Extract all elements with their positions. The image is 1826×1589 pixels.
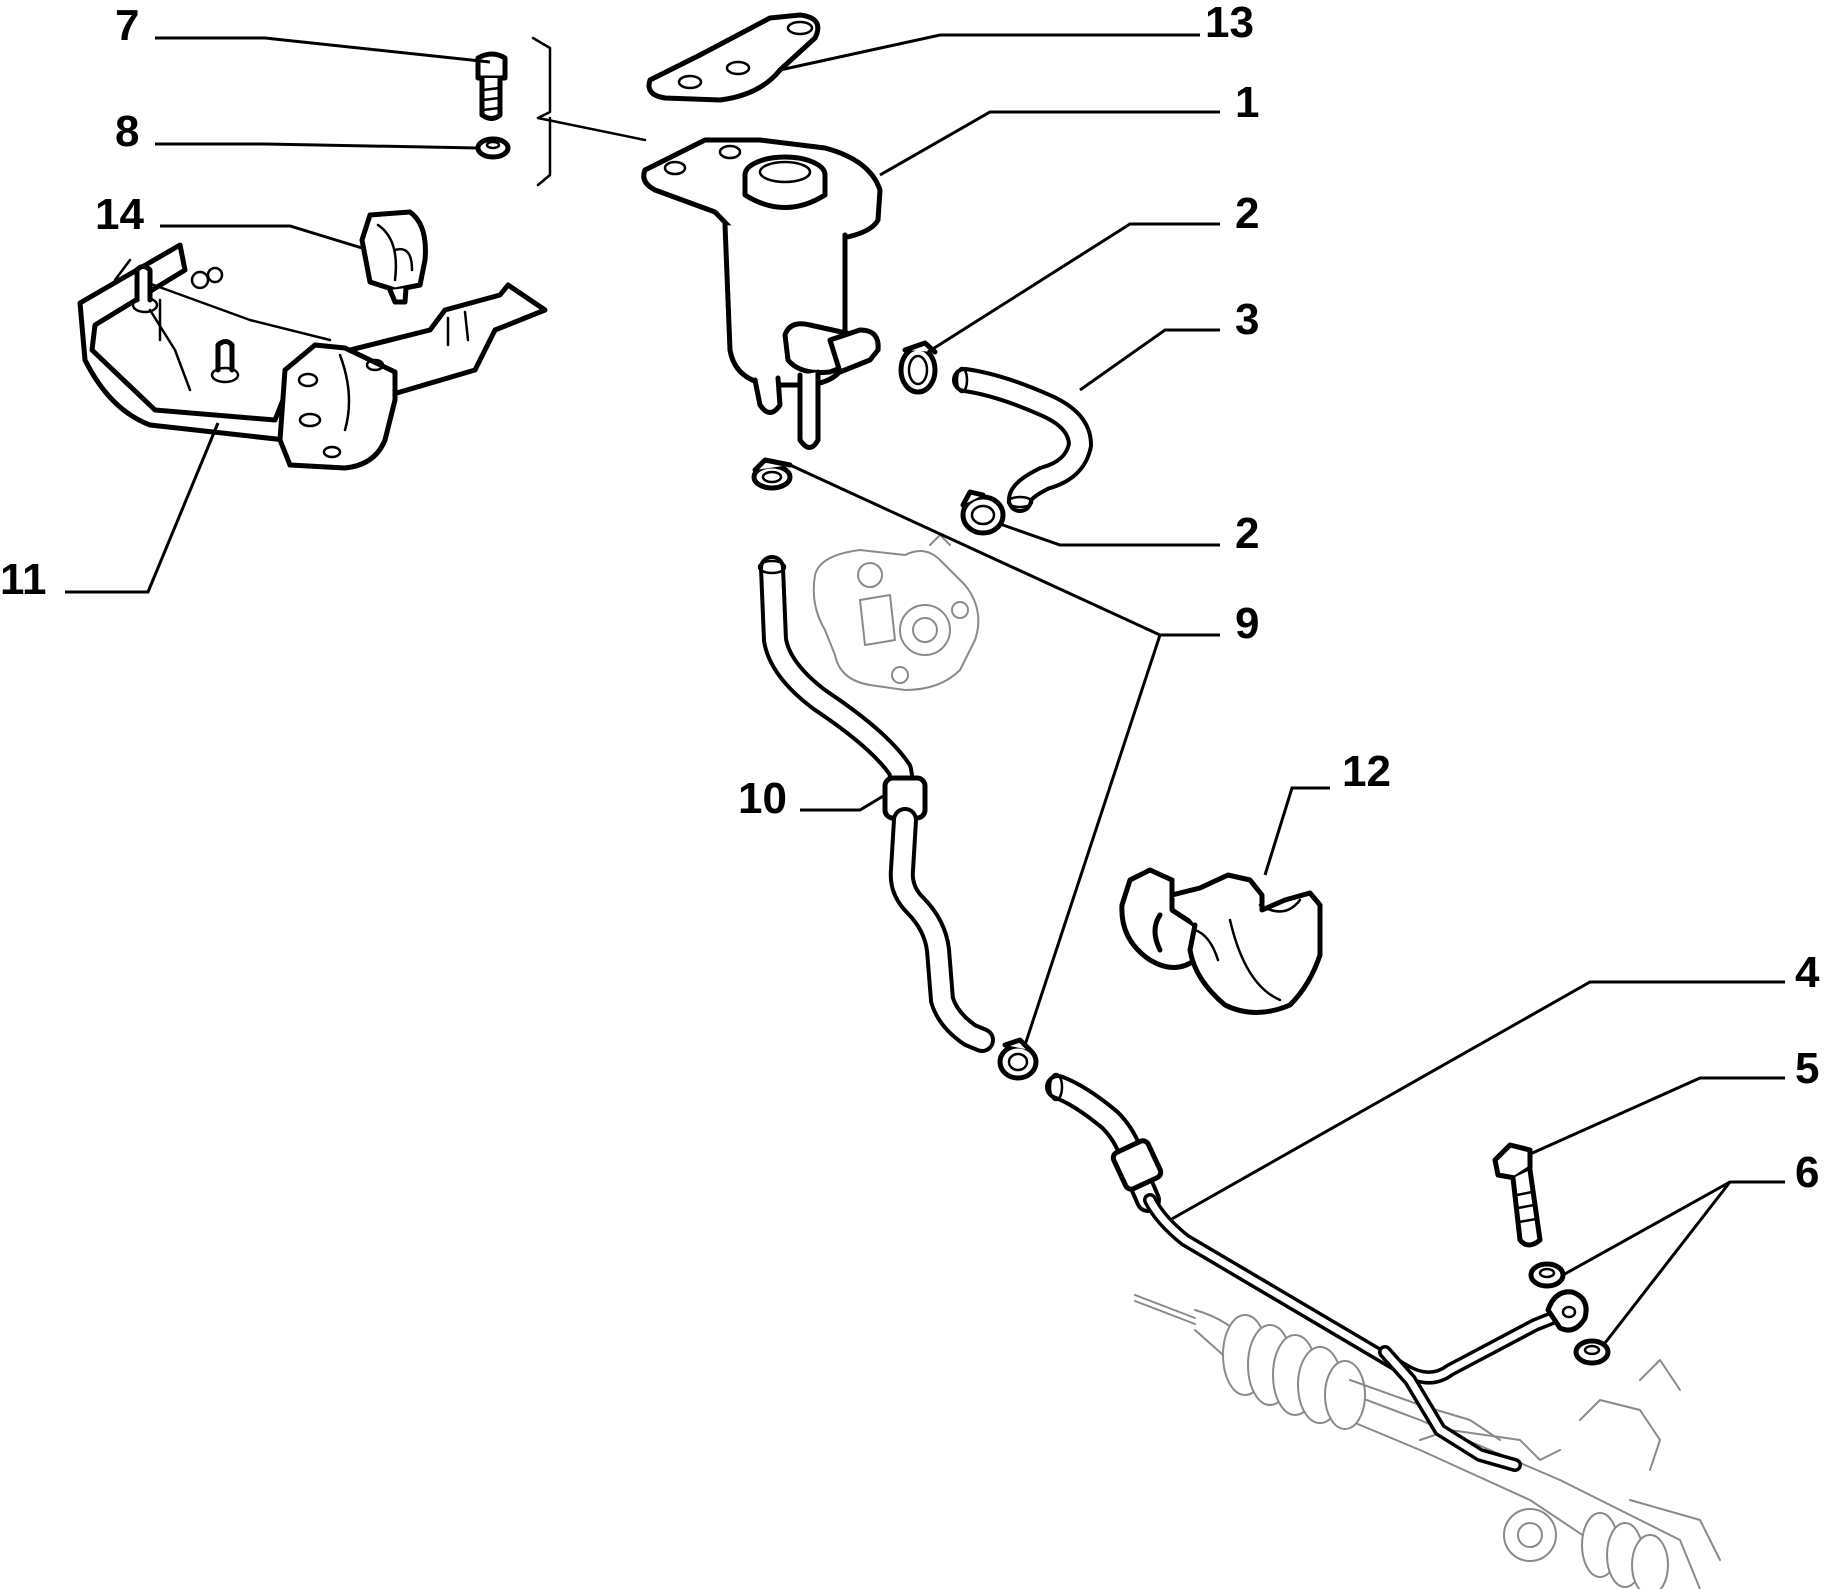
callout-9: 9 — [1235, 599, 1259, 648]
hose-clamp-2-lower — [960, 489, 1006, 536]
callout-5: 5 — [1795, 1044, 1819, 1093]
callout-labels: 7 8 13 1 14 2 3 2 11 9 10 12 4 5 6 — [0, 0, 1820, 1197]
callout-3: 3 — [1235, 295, 1259, 344]
bracket-plate-13 — [646, 12, 821, 103]
callout-10: 10 — [738, 774, 787, 823]
bolt-7 — [475, 51, 508, 121]
reservoir-1 — [641, 137, 883, 450]
callout-12: 12 — [1342, 747, 1391, 796]
callout-4: 4 — [1795, 948, 1820, 997]
double-clip-12 — [1119, 867, 1323, 1015]
banjo-bolt-5 — [1492, 1142, 1543, 1248]
hose-clamp-9-lower — [997, 1037, 1039, 1081]
clip-14 — [359, 209, 428, 305]
leader-lines — [65, 33, 1785, 1344]
sealing-washer-6-lower — [1573, 1338, 1611, 1366]
assembly-frame — [531, 36, 647, 187]
return-hose-3 — [952, 366, 1093, 513]
hose-clamp-9-upper — [751, 457, 793, 491]
callout-11: 11 — [0, 555, 47, 604]
steering-rack — [1134, 1294, 1721, 1589]
callout-1: 1 — [1235, 78, 1259, 127]
suction-hose-10 — [757, 555, 995, 1053]
steering-pump — [812, 534, 980, 691]
callout-2-upper: 2 — [1235, 189, 1259, 238]
callout-6: 6 — [1795, 1148, 1819, 1197]
bracket-11 — [77, 242, 548, 471]
callout-2-lower: 2 — [1235, 509, 1259, 558]
callout-13: 13 — [1205, 0, 1254, 47]
callout-8: 8 — [115, 107, 139, 156]
sealing-washer-6-upper — [1528, 1261, 1566, 1289]
callout-14: 14 — [95, 190, 144, 239]
pressure-pipe-4 — [1045, 1072, 1589, 1472]
callout-7: 7 — [115, 1, 139, 50]
washer-8 — [475, 136, 511, 160]
